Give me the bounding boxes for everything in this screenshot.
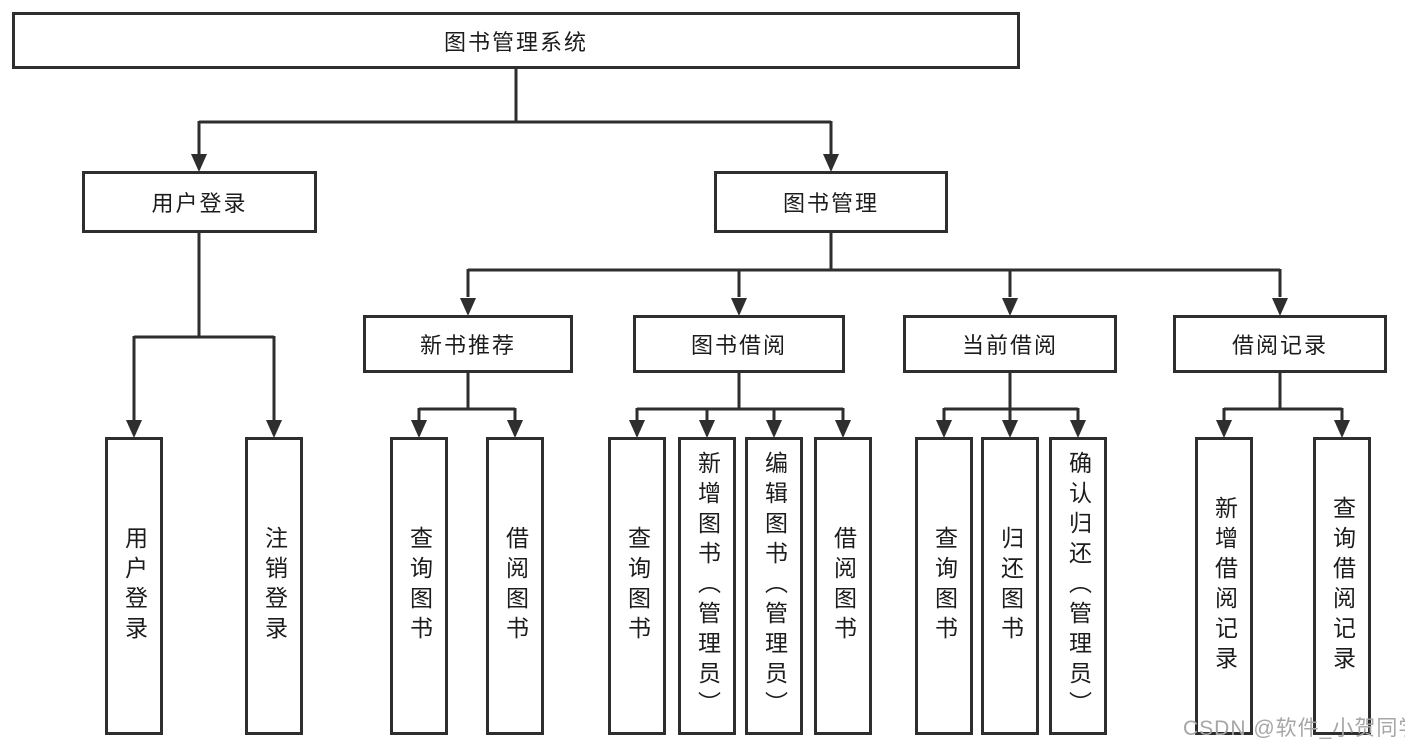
node-leaf-query-borrow-record: 查询借阅记录 (1313, 437, 1371, 735)
node-module-current-borrow: 当前借阅 (903, 315, 1117, 373)
node-leaf-add-borrow-record: 新增借阅记录 (1195, 437, 1253, 735)
node-leaf-edit-books-admin: 编辑图书（管理员） (745, 437, 803, 735)
node-leaf-logout: 注销登录 (245, 437, 303, 735)
node-leaf-user-login: 用户登录 (105, 437, 163, 735)
node-branch-book-management: 图书管理 (714, 171, 948, 233)
node-leaf-borrow-books-recommend: 借阅图书 (486, 437, 544, 735)
node-leaf-query-books-current: 查询图书 (915, 437, 973, 735)
node-leaf-borrow-books: 借阅图书 (814, 437, 872, 735)
node-leaf-query-books-recommend: 查询图书 (390, 437, 448, 735)
node-leaf-add-books-admin: 新增图书（管理员） (678, 437, 736, 735)
csdn-watermark: CSDN @软件_小贺同学 (1183, 717, 1405, 740)
node-module-new-book-recommend: 新书推荐 (363, 315, 573, 373)
node-root-system: 图书管理系统 (12, 12, 1020, 69)
node-leaf-confirm-return-admin: 确认归还（管理员） (1049, 437, 1107, 735)
arrowhead-icons (126, 154, 1350, 438)
node-branch-user-login: 用户登录 (82, 171, 317, 233)
node-module-borrow-records: 借阅记录 (1173, 315, 1387, 373)
node-leaf-query-books-borrow: 查询图书 (608, 437, 666, 735)
node-leaf-return-books: 归还图书 (981, 437, 1039, 735)
node-module-book-borrow: 图书借阅 (633, 315, 845, 373)
